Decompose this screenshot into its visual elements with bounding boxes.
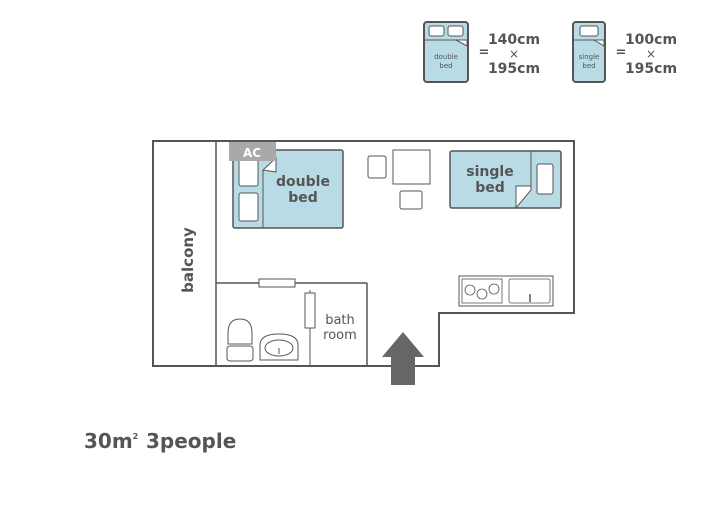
ac-label: AC bbox=[243, 146, 261, 160]
legend-double-bed: double bed = 140cm × 195cm bbox=[423, 21, 540, 83]
toilet-icon bbox=[226, 318, 254, 362]
area-label: 30m2 bbox=[84, 429, 138, 453]
equals: = bbox=[616, 45, 627, 60]
area-superscript: 2 bbox=[133, 432, 139, 441]
times: × bbox=[509, 47, 519, 61]
double-width: 140cm bbox=[488, 32, 540, 48]
bathroom-label-2: room bbox=[323, 328, 357, 343]
double-bed-label-2: bed bbox=[288, 190, 318, 206]
legend-single-label-1: single bbox=[579, 53, 600, 61]
outer-wall bbox=[152, 140, 575, 367]
bathroom: bath room bbox=[216, 278, 368, 366]
ac-unit: AC bbox=[229, 142, 276, 161]
chair bbox=[399, 190, 423, 210]
legend-single-label-2: bed bbox=[582, 62, 595, 70]
area-value: 30m bbox=[84, 429, 133, 453]
double-length: 195cm bbox=[488, 61, 540, 77]
chair bbox=[367, 155, 387, 179]
single-bed: single bed bbox=[449, 150, 562, 210]
table bbox=[392, 149, 431, 185]
single-length: 195cm bbox=[625, 61, 677, 77]
equals: = bbox=[479, 45, 490, 60]
entrance-arrow-icon bbox=[382, 332, 424, 385]
double-bed: double bed bbox=[232, 149, 344, 229]
times: × bbox=[646, 47, 656, 61]
kitchen-counter bbox=[458, 275, 554, 307]
bathroom-label-1: bath bbox=[325, 313, 355, 328]
legend-single-bed: single bed = 100cm × 195cm bbox=[572, 21, 677, 83]
single-bed-label-2: bed bbox=[475, 180, 505, 196]
double-bed-label-1: double bbox=[276, 174, 330, 190]
people-label: 3people bbox=[146, 429, 236, 453]
legend-double-label-1: double bbox=[434, 53, 458, 61]
sink-icon bbox=[259, 333, 299, 361]
single-bed-label-1: single bbox=[466, 164, 513, 180]
single-width: 100cm bbox=[625, 32, 677, 48]
legend-double-label-2: bed bbox=[439, 62, 452, 70]
balcony-label: balcony bbox=[179, 227, 197, 293]
